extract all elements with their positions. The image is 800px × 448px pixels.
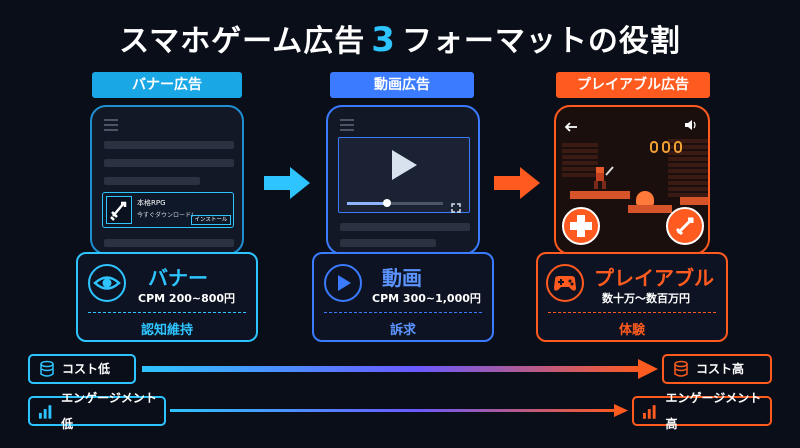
format-name: 動画 <box>382 266 422 290</box>
coin-icon <box>650 141 658 153</box>
enemy-sprite-icon <box>636 191 654 205</box>
attack-button[interactable] <box>666 207 704 245</box>
hero-sprite-icon <box>590 165 614 195</box>
playable-label: プレイアブル広告 <box>556 72 710 98</box>
engagement-gradient-arrow <box>170 401 630 425</box>
playable-phone <box>554 105 710 255</box>
menu-icon <box>104 119 118 131</box>
back-arrow-icon[interactable] <box>564 117 578 136</box>
video-player[interactable] <box>338 137 470 213</box>
video-info-box: 動画 CPM 300~1,000円 訴求 <box>312 252 494 342</box>
banner-phone: 本格RPG 今すぐダウンロード! インストール <box>90 105 244 255</box>
play-icon <box>324 264 362 302</box>
engagement-high-tag: エンゲージメント高 <box>632 391 772 431</box>
format-role: 訴求 <box>389 323 416 338</box>
menu-icon <box>340 119 354 131</box>
coins-icon <box>40 360 54 377</box>
install-button[interactable]: インストール <box>191 215 231 225</box>
play-icon[interactable] <box>389 148 419 186</box>
arrow-right-icon <box>492 165 542 205</box>
video-progress-bar[interactable] <box>347 199 443 207</box>
format-role: 認知維持 <box>140 323 193 338</box>
format-metric: CPM 300~1,000円 <box>372 292 481 305</box>
format-name: バナー <box>148 266 208 290</box>
coin-icon <box>662 141 670 153</box>
coin-icon <box>674 141 682 153</box>
playable-info-box: プレイアブル 数十万～数百万円 体験 <box>536 252 728 342</box>
sword-icon <box>106 196 132 224</box>
format-metric: 数十万～数百万円 <box>602 292 690 305</box>
engagement-low-tag: エンゲージメント低 <box>28 391 166 431</box>
cost-gradient-arrow <box>142 358 660 384</box>
cost-low-tag: コスト低 <box>28 354 136 384</box>
speaker-icon[interactable] <box>684 116 698 135</box>
format-metric: CPM 200~800円 <box>138 292 236 305</box>
arrow-right-icon <box>262 165 312 205</box>
banner-label: バナー広告 <box>92 72 242 98</box>
format-name: プレイアブル <box>594 266 714 290</box>
video-label: 動画広告 <box>330 72 474 98</box>
eye-icon <box>88 264 126 302</box>
banner-ad[interactable]: 本格RPG 今すぐダウンロード! インストール <box>102 192 234 228</box>
format-role: 体験 <box>618 323 645 338</box>
fullscreen-icon[interactable] <box>451 198 461 217</box>
dpad-button[interactable] <box>562 207 600 245</box>
ad-subtitle: 今すぐダウンロード! <box>137 212 194 219</box>
banner-info-box: バナー CPM 200~800円 認知維持 <box>76 252 258 342</box>
ad-title: 本格RPG <box>137 199 166 207</box>
coins-icon <box>674 360 688 377</box>
gamepad-icon <box>546 264 584 302</box>
bar-chart-icon <box>642 405 656 419</box>
cost-high-tag: コスト高 <box>662 354 772 384</box>
video-phone <box>326 105 480 255</box>
bar-chart-icon <box>38 405 52 419</box>
